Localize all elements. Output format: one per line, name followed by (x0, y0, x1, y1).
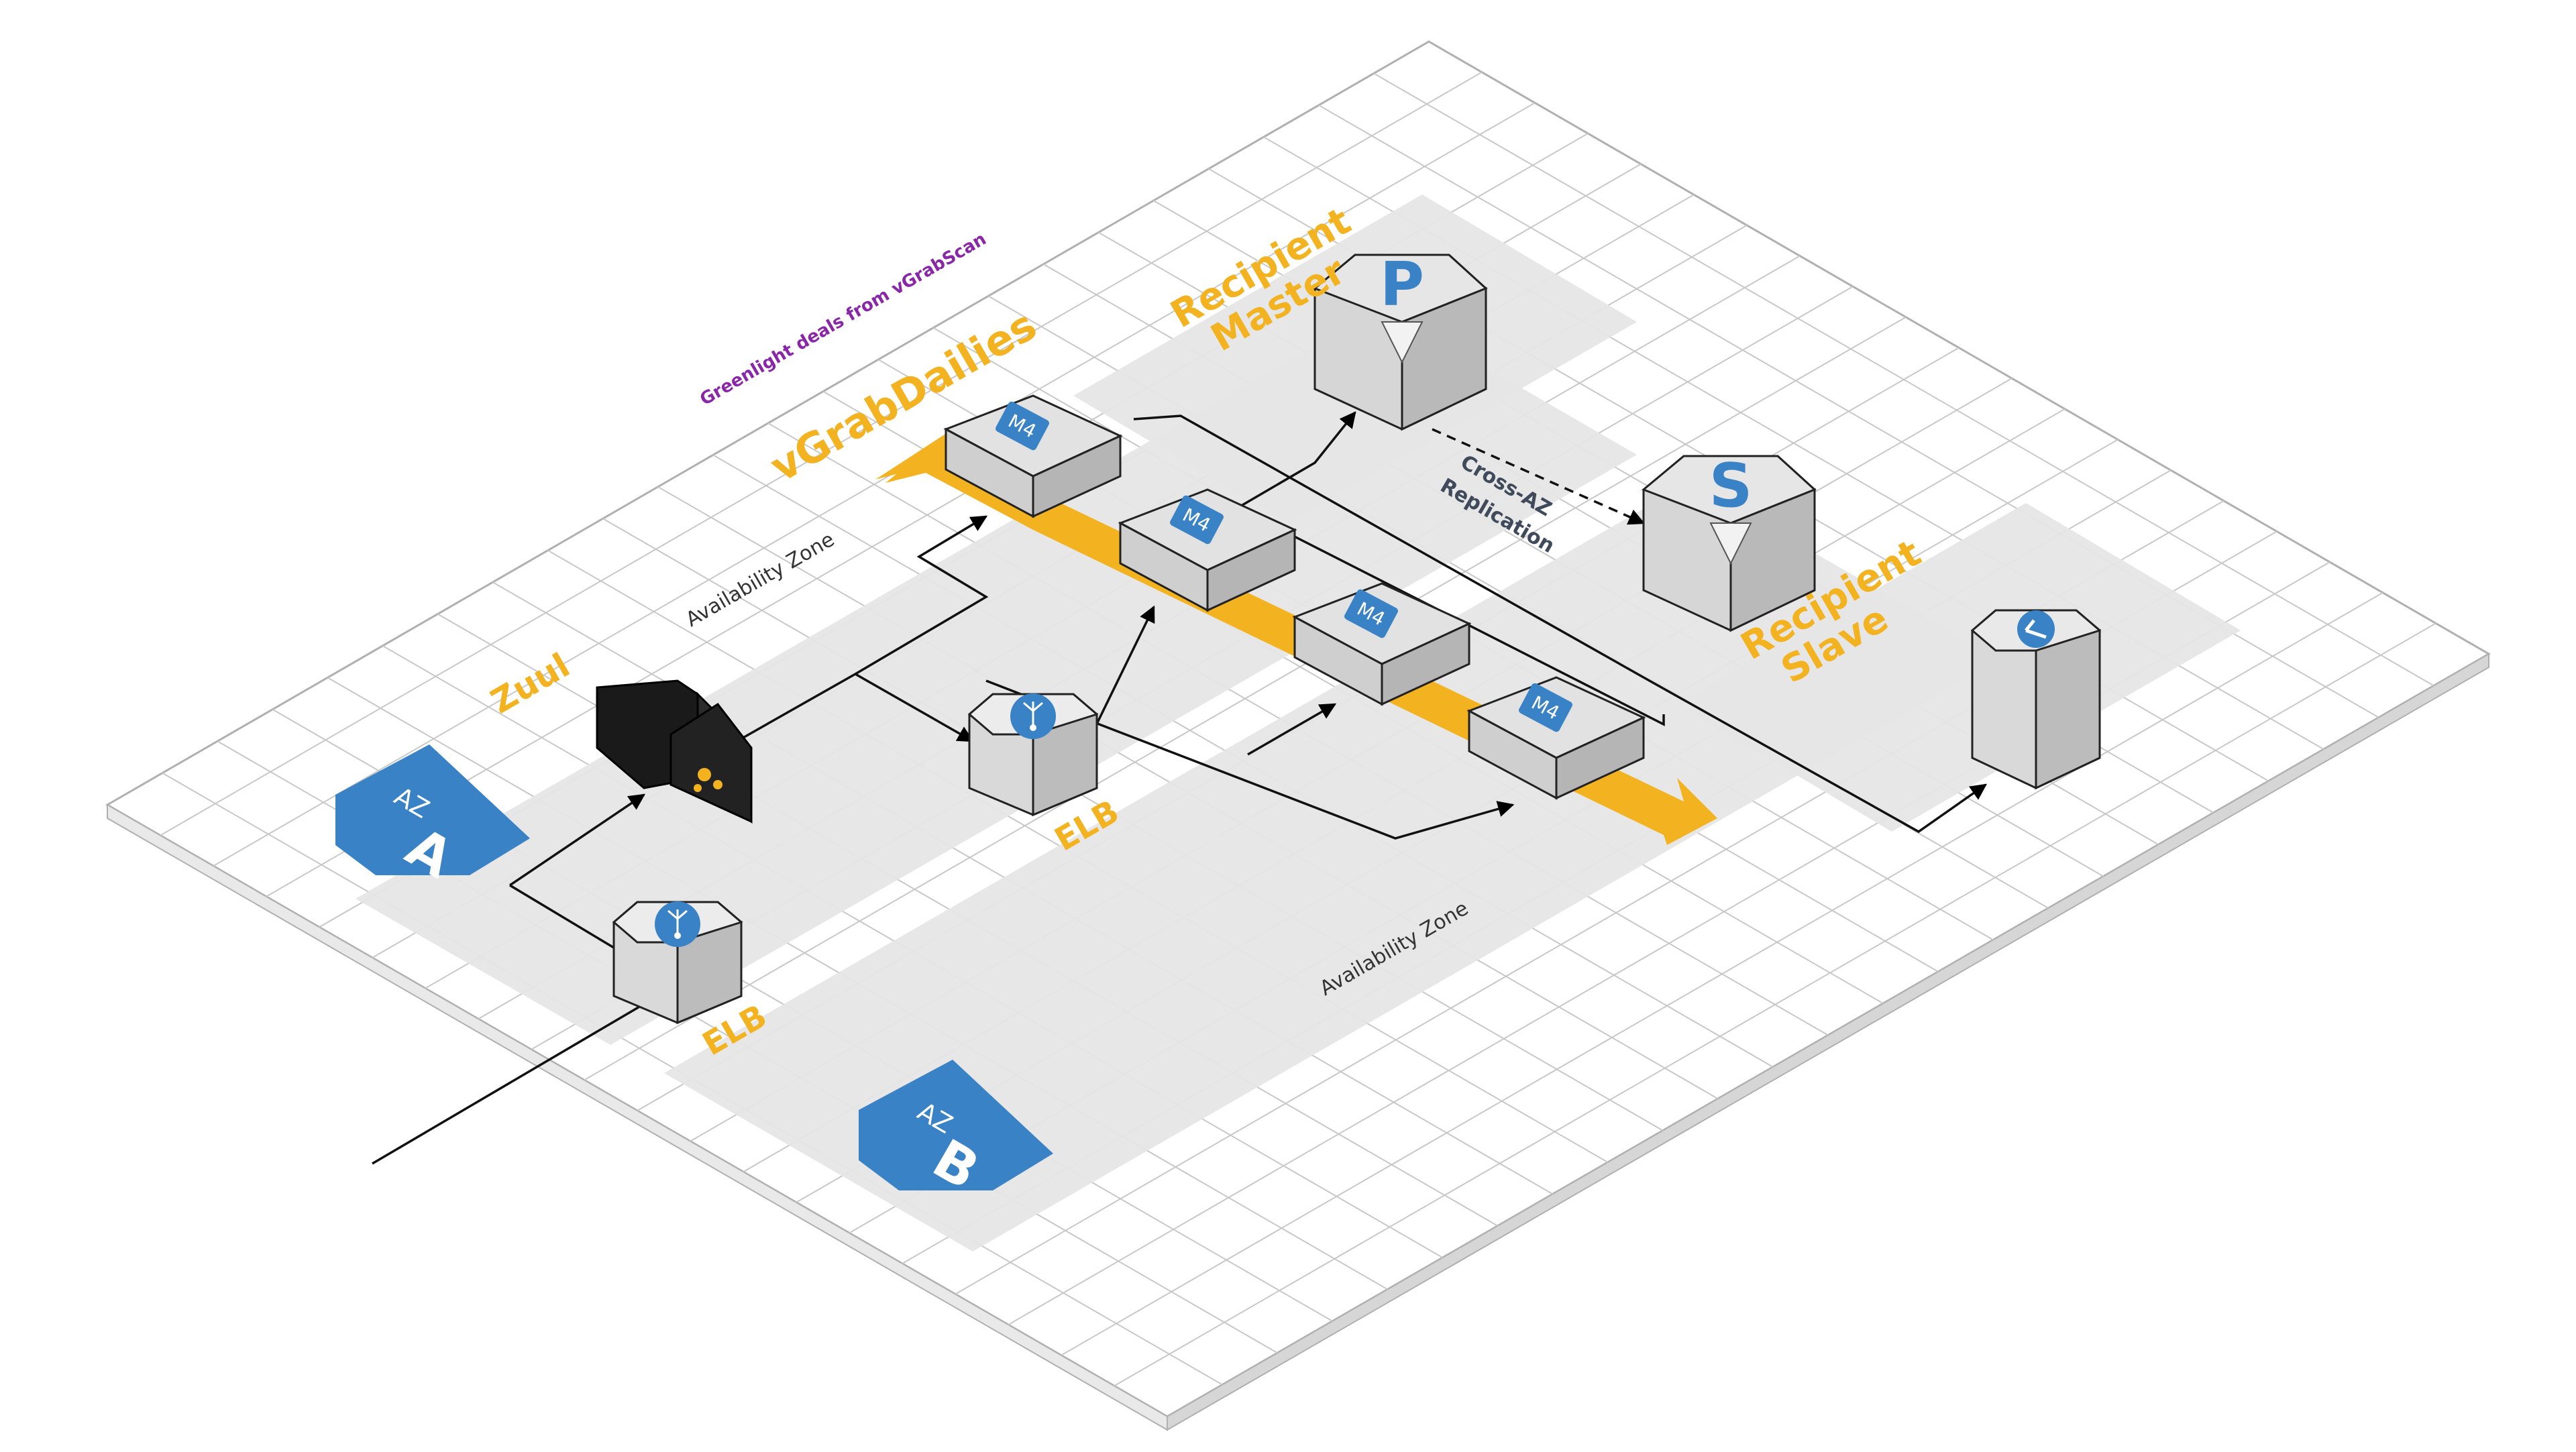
line-to-m4-d (985, 679, 1515, 840)
line-top-bus (1133, 414, 1988, 834)
elb-top[interactable] (967, 693, 1099, 817)
line-az-to-zuul (509, 793, 646, 887)
rds-icon: S (1709, 451, 1753, 521)
line-elb-to-m4-b (1085, 605, 1155, 745)
connections (372, 411, 1988, 1165)
incoming-line (372, 1005, 641, 1165)
rds-slave[interactable]: S (1642, 451, 1817, 632)
line-right-bus (1281, 528, 1665, 726)
cache-cylinder-icon (2017, 610, 2055, 648)
line-elb-to-m4-c (1247, 703, 1337, 756)
line-zuul-to-m4-a (855, 515, 989, 675)
az-badge-b: AZ B (859, 1060, 1053, 1202)
m4-instance-2[interactable]: M4 (1118, 488, 1297, 612)
line-elb-to-zuul (509, 884, 631, 959)
grid-line (584, 316, 1907, 1081)
az-badge-a: AZ A (335, 744, 530, 890)
zone-band-b (664, 482, 1999, 1251)
api-gateway-cube-icon (694, 768, 722, 792)
rds-master[interactable]: P (1313, 249, 1488, 431)
grid-line (1061, 592, 2383, 1356)
elb-bottom[interactable] (612, 901, 743, 1025)
m4-instance-4[interactable]: M4 (1466, 676, 1646, 800)
cache-node[interactable] (1970, 609, 2102, 790)
line-m4-to-master (1234, 411, 1356, 511)
rds-icon: P (1380, 249, 1424, 320)
zone-band-d (1677, 503, 2241, 832)
grid-line (213, 102, 1536, 867)
m4-instance-1[interactable]: M4 (943, 394, 1123, 518)
m4-instance-3[interactable]: M4 (1292, 582, 1472, 706)
grid-line (1114, 622, 2436, 1387)
line-replication (1432, 428, 1646, 525)
grid-line (160, 71, 1483, 836)
zuul-gateway[interactable] (596, 679, 753, 824)
